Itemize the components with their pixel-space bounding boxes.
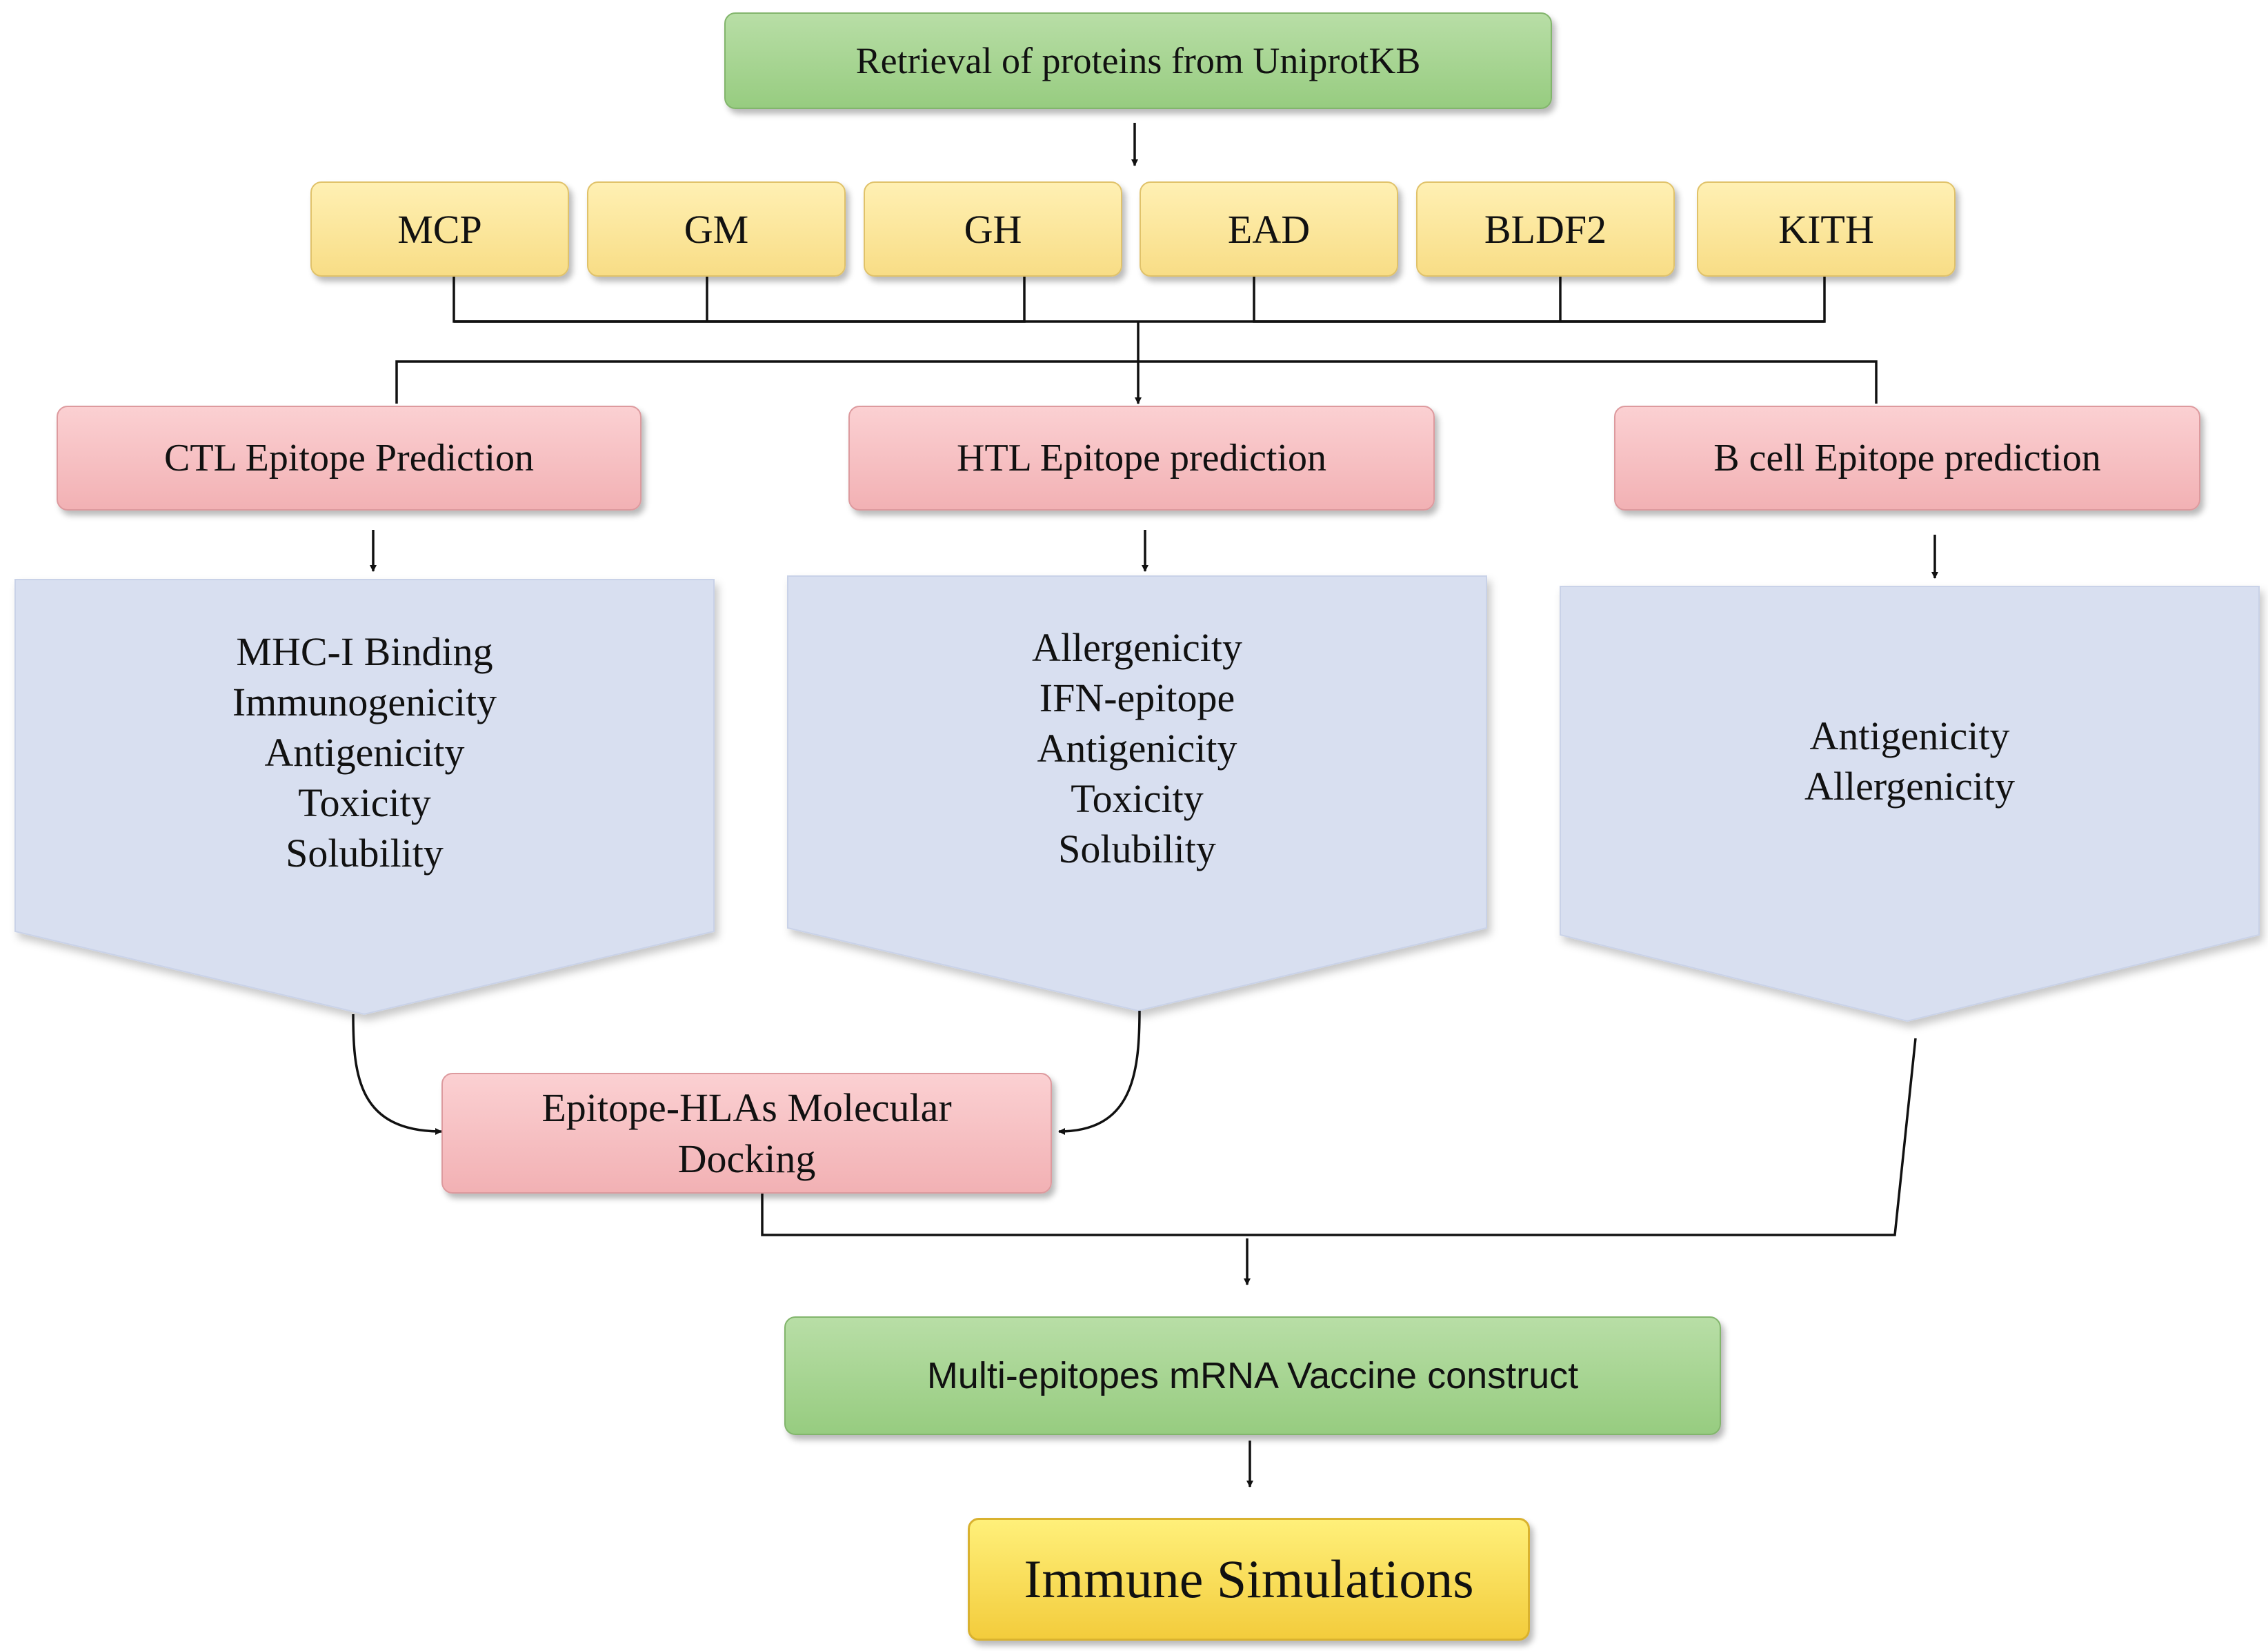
protein-node-kith: KITH xyxy=(1697,181,1956,277)
retrieval-label: Retrieval of proteins from UniprotKB xyxy=(855,40,1421,81)
protein-label: MCP xyxy=(397,206,482,252)
protein-label: KITH xyxy=(1778,206,1874,252)
ctl-prediction-label: CTL Epitope Prediction xyxy=(163,437,535,480)
protein-node-gh: GH xyxy=(864,181,1122,277)
curve-htl-to-docking xyxy=(1058,1010,1141,1135)
criterion-item: Allergenicity xyxy=(1804,764,2015,809)
protein-node-ead: EAD xyxy=(1140,181,1398,277)
criterion-item: IFN-epitope xyxy=(1039,675,1235,720)
htl-criteria-chevron xyxy=(787,575,1487,1012)
htl-prediction-node: HTL Epitope prediction xyxy=(848,406,1435,511)
criterion-item: Antigenicity xyxy=(1037,726,1237,771)
ctl-criteria-list: MHC-I Binding Immunogenicity Antigenicit… xyxy=(15,626,714,878)
htl-prediction-label: HTL Epitope prediction xyxy=(957,437,1326,480)
split-bar xyxy=(395,360,1878,404)
protein-node-gm: GM xyxy=(587,181,846,277)
criterion-item: MHC-I Binding xyxy=(236,629,493,674)
bcell-prediction-label: B cell Epitope prediction xyxy=(1713,437,2101,480)
merge-to-vaccine xyxy=(761,1038,1917,1236)
simulation-label: Immune Simulations xyxy=(1024,1549,1474,1609)
protein-label: BLDF2 xyxy=(1484,206,1607,252)
docking-label-line1: Epitope-HLAs Molecular xyxy=(541,1085,952,1130)
protein-label: EAD xyxy=(1227,206,1311,252)
bcell-criteria-chevron xyxy=(1560,586,2260,1022)
docking-label-line2: Docking xyxy=(677,1136,816,1181)
criterion-item: Toxicity xyxy=(1071,776,1204,821)
ctl-prediction-node: CTL Epitope Prediction xyxy=(57,406,641,511)
criterion-item: Antigenicity xyxy=(264,730,465,775)
criterion-item: Allergenicity xyxy=(1032,625,1242,670)
curve-ctl-to-docking xyxy=(352,1014,442,1135)
ctl-criteria-chevron xyxy=(14,579,715,1016)
bcell-criteria-list: Antigenicity Allergenicity xyxy=(1560,711,2259,811)
retrieval-node: Retrieval of proteins from UniprotKB xyxy=(724,12,1552,109)
criterion-item: Toxicity xyxy=(298,780,431,825)
criterion-item: Antigenicity xyxy=(1809,713,2010,758)
vaccine-label: Multi-epitopes mRNA Vaccine construct xyxy=(926,1355,1579,1396)
protein-bracket-left xyxy=(452,276,1026,323)
criterion-item: Solubility xyxy=(286,831,444,876)
protein-node-bldf2: BLDF2 xyxy=(1416,181,1675,277)
htl-criteria-list: Allergenicity IFN-epitope Antigenicity T… xyxy=(788,622,1486,874)
criterion-item: Solubility xyxy=(1058,827,1216,871)
protein-label: GH xyxy=(964,206,1022,252)
protein-node-mcp: MCP xyxy=(310,181,569,277)
vaccine-node: Multi-epitopes mRNA Vaccine construct xyxy=(784,1316,1721,1435)
simulation-node: Immune Simulations xyxy=(968,1518,1530,1641)
protein-label: GM xyxy=(684,206,749,252)
protein-bracket-right xyxy=(1253,276,1826,323)
bcell-prediction-node: B cell Epitope prediction xyxy=(1614,406,2200,511)
criterion-item: Immunogenicity xyxy=(232,680,497,724)
docking-node: Epitope-HLAs Molecular Docking xyxy=(441,1073,1052,1194)
